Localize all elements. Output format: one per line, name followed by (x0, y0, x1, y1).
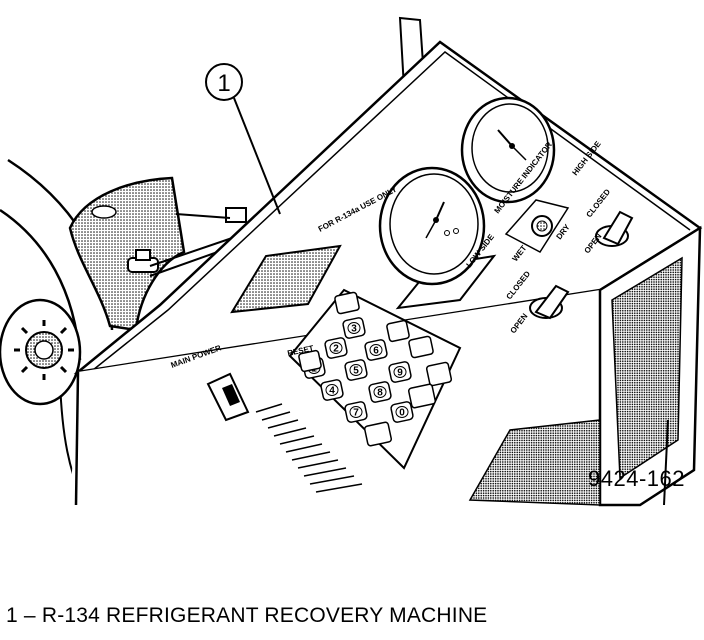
function-key[interactable] (425, 361, 453, 387)
callout-number: 1 (217, 70, 230, 97)
keypad-key-label: 5 (353, 366, 359, 377)
side-grille (611, 256, 683, 480)
keypad-key-4[interactable]: 4 (320, 379, 344, 401)
front-vents (255, 403, 363, 493)
keypad-key-0[interactable]: 0 (390, 401, 414, 423)
keypad-key-6[interactable]: 6 (364, 339, 388, 361)
keypad-key-9[interactable]: 9 (388, 361, 412, 383)
keypad-key-label: 0 (399, 408, 405, 419)
hose-reel (0, 298, 82, 406)
figure-caption: 1 – R-134 REFRIGERANT RECOVERY MACHINE (6, 604, 488, 627)
keypad-key-label: 8 (377, 388, 383, 399)
low-side-gauge (378, 166, 486, 286)
keypad-key-7[interactable]: 7 (344, 401, 368, 423)
keypad-key-2[interactable]: 2 (324, 337, 348, 359)
keypad-key-label: 3 (351, 324, 357, 335)
figure-number: 9424-162 (588, 466, 685, 491)
function-key[interactable] (408, 335, 434, 359)
callout-leader (233, 97, 281, 215)
knob-assembly (127, 207, 247, 277)
high-side-gauge (460, 96, 556, 204)
front-grille (468, 419, 601, 506)
keypad-key-8[interactable]: 8 (368, 381, 392, 403)
display-window (230, 244, 342, 314)
keypad-key-label: 4 (329, 386, 335, 397)
function-key[interactable] (334, 291, 360, 315)
closed-open-valve-upper[interactable] (595, 210, 634, 247)
keypad-key-label: 9 (397, 368, 403, 379)
keypad-key-label: 6 (373, 346, 379, 357)
main-power-switch[interactable] (206, 372, 250, 422)
reset-key[interactable] (298, 349, 322, 373)
function-key[interactable] (407, 383, 437, 409)
keypad-key-label: 2 (333, 344, 339, 355)
keypad-key-3[interactable]: 3 (342, 317, 366, 339)
function-key[interactable] (363, 421, 393, 447)
function-key[interactable] (386, 319, 410, 343)
function-keys (334, 291, 453, 447)
callout-circle (205, 63, 243, 101)
keypad-key-label: 7 (353, 408, 359, 419)
closed-open-valve-lower[interactable] (529, 284, 570, 320)
keypad-key-5[interactable]: 5 (344, 359, 368, 381)
moisture-indicator (504, 199, 570, 253)
figure-number-leader (663, 419, 669, 506)
